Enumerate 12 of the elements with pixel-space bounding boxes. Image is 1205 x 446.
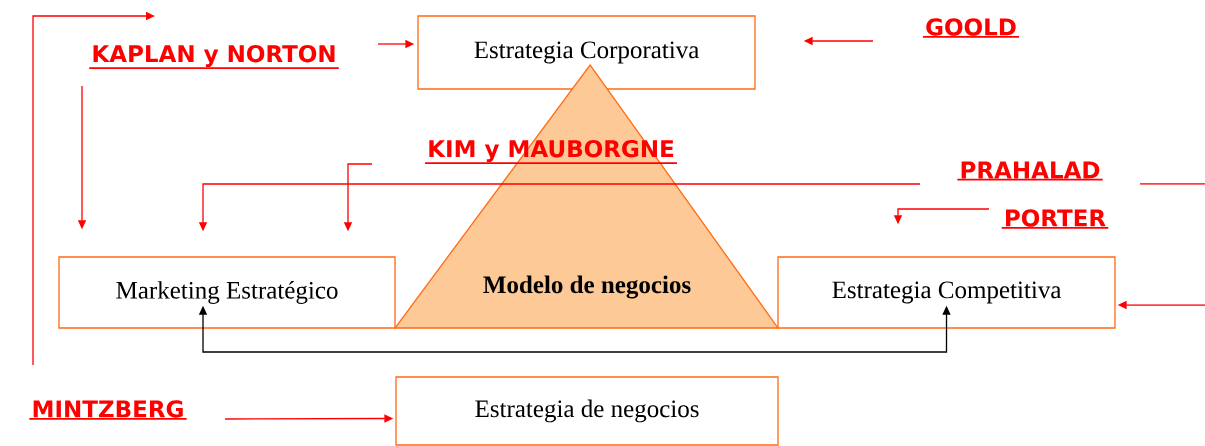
triangle-label: Modelo de negocios <box>483 275 691 299</box>
text-box: Estrategia de negocios <box>395 376 779 446</box>
author-name: GOOLD <box>922 18 1020 38</box>
text-box: Marketing Estratégico <box>58 256 396 329</box>
author-name: KIM y MAUBORGNE <box>424 139 678 165</box>
author-name: PORTER <box>1000 209 1110 229</box>
author-name: PRAHALAD <box>956 161 1104 181</box>
author-name: MINTZBERG <box>28 400 188 420</box>
text-box: Estrategia Corporativa <box>417 15 756 90</box>
arrow <box>32 11 155 366</box>
author-name: KAPLAN y NORTON <box>88 44 340 70</box>
text-box: Estrategia Competitiva <box>777 256 1116 329</box>
